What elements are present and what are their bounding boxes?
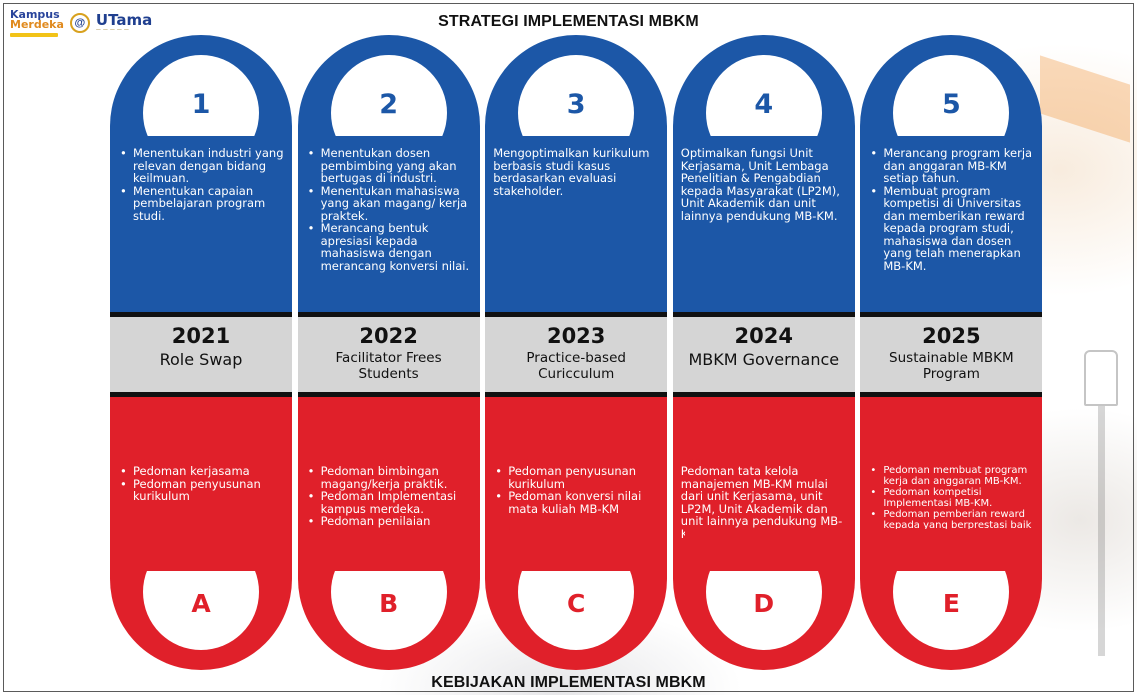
strategy-panel: 5 Merancang program kerja dan anggaran M…	[860, 35, 1043, 312]
step-number: 2	[379, 89, 398, 120]
list-item: Pedoman konversi nilai mata kuliah MB-KM	[493, 490, 661, 515]
logo-kampus-text: Kampus	[10, 8, 60, 21]
year-label: 2025	[922, 324, 981, 348]
column-2: 2 Menentukan dosen pembimbing yang akan …	[297, 35, 480, 670]
year-band: 2023 Practice-based Curicculum	[485, 312, 668, 397]
logo-merdeka-bar	[10, 32, 58, 37]
column-3: 3 Mengoptimalkan kurikulum berbasis stud…	[485, 35, 668, 670]
strategy-columns: 1 Menentukan industri yang relevan denga…	[110, 35, 1043, 670]
theme-label: Sustainable MBKM Program	[889, 350, 1014, 382]
strategy-panel: 2 Menentukan dosen pembimbing yang akan …	[297, 35, 480, 312]
policy-letter: D	[753, 589, 775, 618]
list-item: Pedoman penyusunan kurikulum	[118, 477, 286, 503]
strategy-text: Merancang program kerja dan anggaran MB-…	[868, 147, 1036, 272]
column-5: 5 Merancang program kerja dan anggaran M…	[860, 35, 1043, 670]
year-label: 2021	[171, 324, 231, 348]
theme-label: Practice-based Curicculum	[526, 350, 626, 382]
theme-label: Facilitator Frees Students	[335, 350, 442, 382]
strategy-panel: 3 Mengoptimalkan kurikulum berbasis stud…	[485, 35, 668, 312]
background-lamp	[1084, 350, 1118, 406]
step-number: 3	[566, 89, 586, 120]
policy-text: Pedoman tata kelola manajemen MB-KM mula…	[680, 464, 843, 540]
year-label: 2024	[734, 324, 793, 348]
list-item: Menentukan industri yang relevan dengan …	[118, 147, 286, 185]
strategy-text: Menentukan dosen pembimbing yang akan be…	[306, 147, 474, 272]
list-item: Pedoman penyusunan kurikulum	[493, 465, 661, 490]
list-item: Membuat program kompetisi di Universitas…	[868, 184, 1036, 273]
policy-letter: E	[942, 589, 960, 618]
step-number: 4	[754, 89, 774, 120]
slide-frame	[3, 3, 1134, 692]
policy-text: Pedoman penyusunan kurikulum Pedoman kon…	[493, 465, 661, 515]
policy-panel: Pedoman kerjasama Pedoman penyusunan kur…	[110, 397, 292, 670]
column-1: 1 Menentukan industri yang relevan denga…	[110, 35, 292, 670]
year-label: 2023	[546, 324, 606, 348]
theme-label: MBKM Governance	[688, 350, 840, 369]
background-lamp-post	[1098, 406, 1105, 656]
policy-panel: Pedoman penyusunan kurikulum Pedoman kon…	[485, 397, 668, 670]
list-item: Pedoman membuat program kerja dan anggar…	[868, 465, 1036, 487]
step-number: 5	[941, 89, 961, 120]
theme-label: Role Swap	[159, 350, 243, 369]
policy-letter: A	[191, 589, 211, 618]
footer-title: KEBIJAKAN IMPLEMENTASI MBKM	[431, 674, 706, 691]
step-number: 1	[191, 89, 211, 120]
list-item: Menentukan mahasiswa yang akan magang/ k…	[306, 184, 474, 223]
strategy-panel: 1 Menentukan industri yang relevan denga…	[110, 35, 292, 312]
list-item: Menentukan capaian pembelajaran program …	[118, 184, 286, 223]
list-item: Pedoman bimbingan magang/kerja praktik.	[306, 465, 474, 490]
strategy-text: Menentukan industri yang relevan dengan …	[118, 147, 286, 222]
policy-panel: Pedoman tata kelola manajemen MB-KM mula…	[672, 397, 855, 670]
logo-utama-text: UTama	[95, 11, 153, 30]
list-item: Pedoman Implementasi kampus merdeka.	[306, 490, 474, 515]
year-band: 2024 MBKM Governance	[672, 312, 855, 397]
year-band: 2022 Facilitator Frees Students	[297, 312, 480, 397]
policy-panel: Pedoman membuat program kerja dan anggar…	[860, 397, 1043, 670]
policy-letter: B	[379, 589, 399, 618]
policy-panel: Pedoman bimbingan magang/kerja praktik. …	[297, 397, 480, 670]
page-title: STRATEGI IMPLEMENTASI MBKM	[438, 13, 699, 30]
list-item: Pedoman kompetisi Implementasi MB-KM.	[868, 487, 1036, 509]
logo-utama-tagline: — — — — —	[95, 27, 130, 34]
utama-emblem-icon: @	[69, 13, 90, 34]
logo-group: Kampus Merdeka @ UTama — — — — —	[10, 8, 152, 37]
list-item: Menentukan dosen pembimbing yang akan be…	[306, 147, 474, 185]
year-label: 2022	[359, 324, 418, 348]
kampus-merdeka-logo: Kampus Merdeka	[10, 8, 64, 37]
policy-text: Pedoman kerjasama Pedoman penyusunan kur…	[118, 465, 286, 503]
logo-merdeka-text: Merdeka	[10, 18, 64, 32]
column-4: 4 Optimalkan fungsi Unit Kerjasama, Unit…	[672, 35, 855, 670]
year-band: 2021 Role Swap	[110, 312, 292, 397]
year-band: 2025 Sustainable MBKM Program	[860, 312, 1043, 397]
strategy-text: Optimalkan fungsi Unit Kerjasama, Unit L…	[680, 146, 840, 223]
utama-logo: UTama — — — — —	[96, 13, 152, 33]
list-item: Pedoman kerjasama	[118, 465, 286, 478]
list-item: Merancang program kerja dan anggaran MB-…	[868, 147, 1036, 185]
policy-letter: C	[567, 589, 586, 618]
strategy-panel: 4 Optimalkan fungsi Unit Kerjasama, Unit…	[672, 35, 855, 312]
strategy-text: Mengoptimalkan kurikulum berbasis studi …	[493, 146, 650, 198]
list-item: Merancang bentuk apresiasi kepada mahasi…	[306, 222, 474, 272]
